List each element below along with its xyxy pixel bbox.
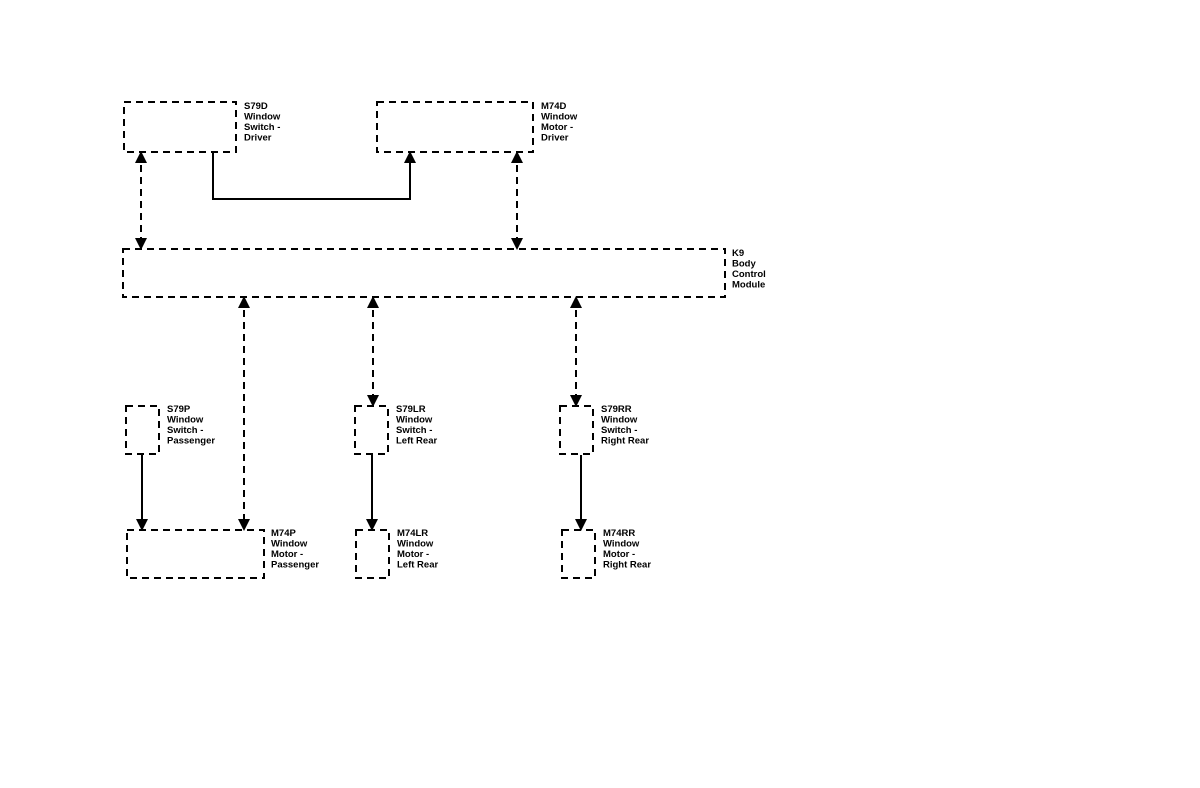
k9-box xyxy=(122,248,726,298)
s79lr-label: S79LR Window Switch - Left Rear xyxy=(396,404,437,447)
s79d-box xyxy=(123,101,237,153)
k9-label: K9 Body Control Module xyxy=(732,248,768,291)
m74lr-label: M74LR Window Motor - Left Rear xyxy=(397,528,438,571)
m74d-label: M74D Window Motor - Driver xyxy=(541,101,580,144)
s79lr-box xyxy=(354,405,389,455)
s79p-box xyxy=(125,405,160,455)
s79rr-box xyxy=(559,405,594,455)
m74rr-label: M74RR Window Motor - Right Rear xyxy=(603,528,651,571)
m74d-box xyxy=(376,101,534,153)
wire-s79d-m74d xyxy=(212,151,416,200)
m74lr-box xyxy=(355,529,390,579)
m74rr-box xyxy=(561,529,596,579)
m74p-box xyxy=(126,529,265,579)
s79p-label: S79P Window Switch - Passenger xyxy=(167,404,215,447)
m74p-label: M74P Window Motor - Passenger xyxy=(271,528,319,571)
s79rr-label: S79RR Window Switch - Right Rear xyxy=(601,404,649,447)
s79d-label: S79D Window Switch - Driver xyxy=(244,101,283,144)
